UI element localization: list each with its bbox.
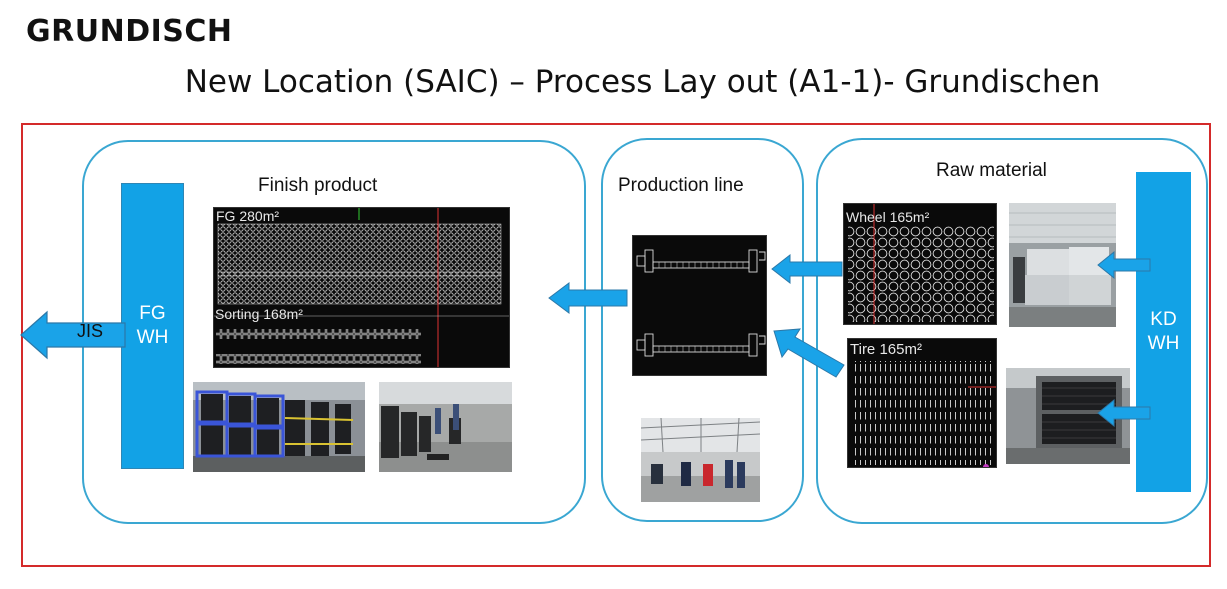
- layout-frame: [21, 123, 1211, 567]
- tire-rack-grid: [852, 361, 996, 467]
- kd-to-tire-area-arrow: [1097, 398, 1151, 428]
- production-line-plan: [632, 235, 767, 376]
- fg-warehouse-line2: WH: [136, 327, 169, 348]
- tire-area-label: Tire 165m²: [850, 341, 922, 358]
- kd-warehouse-line2: WH: [1147, 333, 1180, 354]
- finish-product-label: Finish product: [258, 175, 378, 196]
- wheel-storage-plan: Wheel 165m²: [843, 203, 997, 325]
- raw-material-zone: [816, 138, 1208, 524]
- production-line-label: Production line: [618, 175, 744, 196]
- fg-sorting-plan: FG 280m² Sorting 168m²: [213, 207, 510, 368]
- tire-racks-photo: [1006, 368, 1130, 464]
- jis-label: JIS: [77, 321, 104, 341]
- raw-material-label: Raw material: [936, 160, 1047, 181]
- kd-warehouse-line1: KD: [1150, 309, 1177, 331]
- finished-tire-racks-photo: [193, 382, 365, 472]
- wheel-to-production-arrow: [771, 253, 843, 285]
- wheel-pallets-photo: [1009, 203, 1116, 327]
- company-logo: GRUNDISCH: [26, 14, 233, 49]
- fg-area-label: FG 280m²: [216, 208, 280, 224]
- sorting-area-label: Sorting 168m²: [215, 306, 303, 322]
- tire-to-production-arrow: [773, 328, 845, 378]
- fg-warehouse: FG WH: [121, 183, 184, 469]
- production-line-zone: [601, 138, 804, 522]
- fg-warehouse-line1: FG: [139, 303, 166, 325]
- fg-rack-grid: [214, 208, 509, 367]
- jis-arrow: [20, 310, 126, 360]
- kd-warehouse: KD WH: [1136, 172, 1191, 492]
- conveyor-drawing: [636, 249, 766, 357]
- page-title: New Location (SAIC) – Process Lay out (A…: [184, 64, 1101, 100]
- wheel-area-label: Wheel 165m²: [846, 209, 930, 225]
- tire-storage-plan: Tire 165m²: [847, 338, 997, 468]
- production-line-photo: [641, 418, 760, 502]
- tire-storage-floor-photo: [379, 382, 512, 472]
- kd-to-wheel-area-arrow: [1097, 250, 1151, 280]
- wheel-rack-grid: [848, 204, 994, 324]
- production-to-fg-arrow: [548, 282, 628, 314]
